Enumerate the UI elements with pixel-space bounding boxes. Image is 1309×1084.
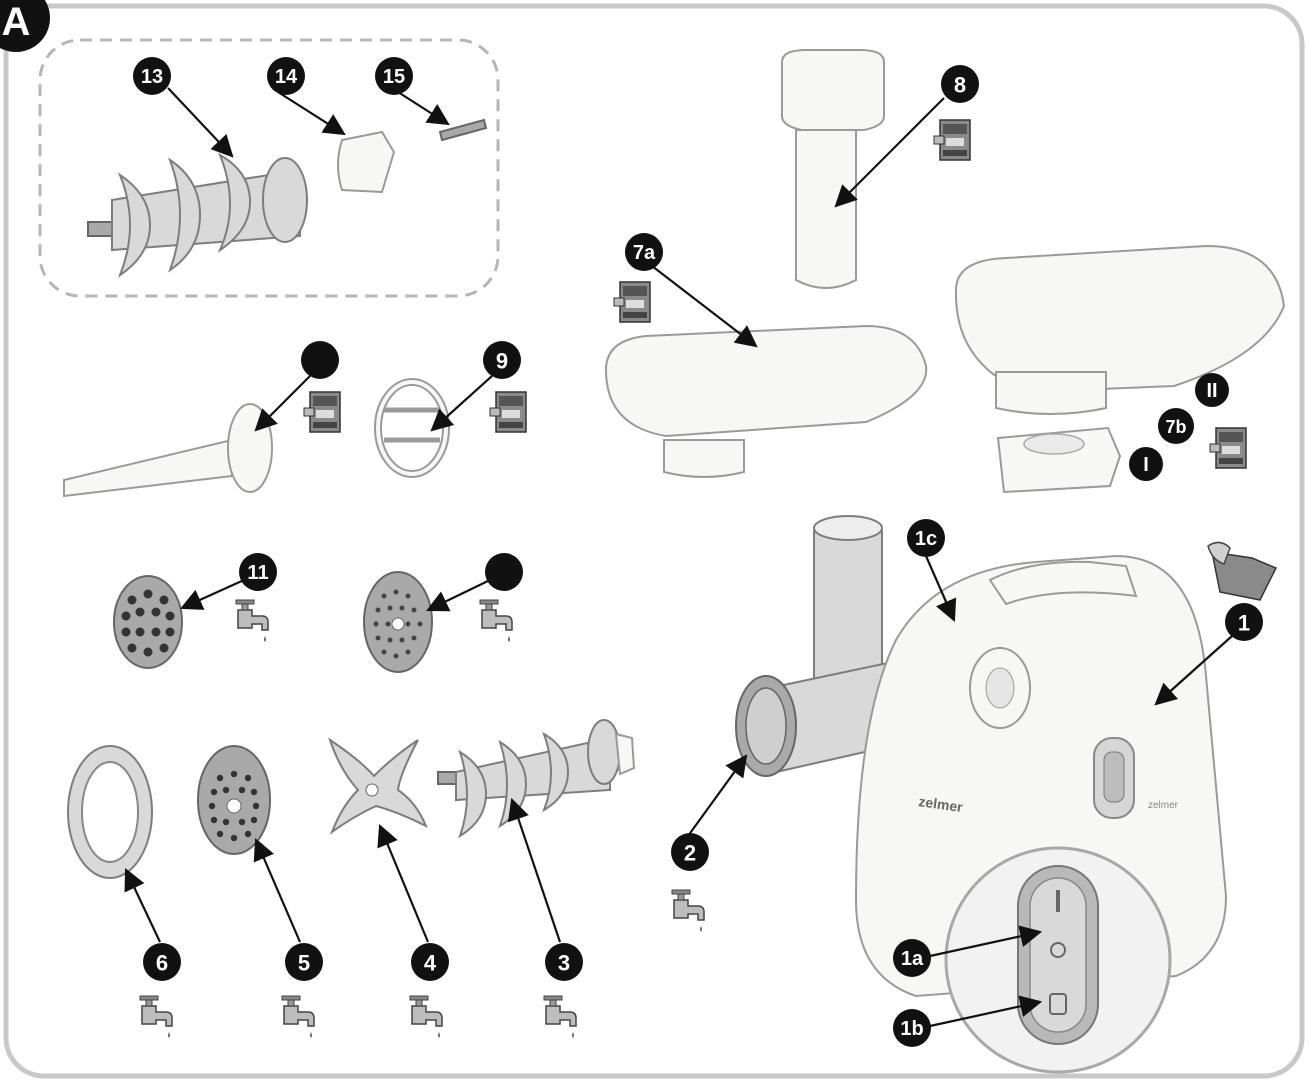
- svg-text:1c: 1c: [915, 528, 937, 550]
- svg-text:6: 6: [156, 951, 168, 976]
- label-4: 4: [411, 943, 449, 981]
- svg-text:8: 8: [954, 73, 966, 98]
- medium-plate-part: [198, 746, 270, 854]
- label-I: I: [1129, 447, 1163, 481]
- label-10: [301, 341, 339, 379]
- label-9: 9: [483, 341, 521, 379]
- label-1b: 1b: [893, 1009, 931, 1047]
- label-1: 1: [1225, 603, 1263, 641]
- label-13: 13: [133, 57, 171, 95]
- dishwasher-icon: [934, 120, 970, 160]
- brand-text-side: zelmer: [1148, 800, 1179, 811]
- dishwasher-icon: [490, 392, 526, 432]
- svg-text:1b: 1b: [900, 1018, 923, 1040]
- fine-plate-part: [364, 572, 432, 672]
- panel-letter: A: [2, 0, 31, 44]
- label-8: 8: [941, 65, 979, 103]
- label-II: II: [1195, 373, 1229, 407]
- svg-text:7b: 7b: [1165, 417, 1186, 437]
- label-5: 5: [285, 943, 323, 981]
- coarse-plate-part: [114, 576, 182, 668]
- tray-adapter-part: [998, 428, 1120, 492]
- svg-text:13: 13: [141, 66, 163, 88]
- svg-text:II: II: [1206, 380, 1217, 402]
- svg-text:1: 1: [1238, 611, 1250, 636]
- dishwasher-icon: [304, 392, 340, 432]
- svg-text:2: 2: [684, 841, 696, 866]
- label-7b: 7b: [1158, 408, 1194, 444]
- control-panel-zoom: [946, 848, 1170, 1072]
- label-1c: 1c: [907, 519, 945, 557]
- label-12: [485, 553, 523, 591]
- ring-nut-part: [68, 746, 152, 878]
- label-14: 14: [267, 57, 305, 95]
- label-3: 3: [545, 943, 583, 981]
- dishwasher-icon: [1210, 428, 1246, 468]
- label-11: 11: [239, 553, 277, 591]
- label-15: 15: [375, 57, 413, 95]
- svg-text:1a: 1a: [901, 948, 924, 970]
- label-6: 6: [143, 943, 181, 981]
- svg-text:I: I: [1143, 454, 1149, 476]
- svg-text:14: 14: [275, 66, 298, 88]
- label-1a: 1a: [893, 939, 931, 977]
- kebbe-cone-part: [338, 132, 394, 192]
- svg-text:7a: 7a: [633, 242, 656, 264]
- label-7a: 7a: [625, 233, 663, 271]
- svg-text:3: 3: [558, 951, 570, 976]
- svg-text:11: 11: [247, 562, 268, 584]
- dishwasher-icon: [614, 282, 650, 322]
- svg-text:4: 4: [424, 951, 437, 976]
- label-2: 2: [671, 833, 709, 871]
- svg-text:15: 15: [383, 66, 405, 88]
- svg-text:9: 9: [496, 349, 508, 374]
- svg-text:5: 5: [298, 951, 310, 976]
